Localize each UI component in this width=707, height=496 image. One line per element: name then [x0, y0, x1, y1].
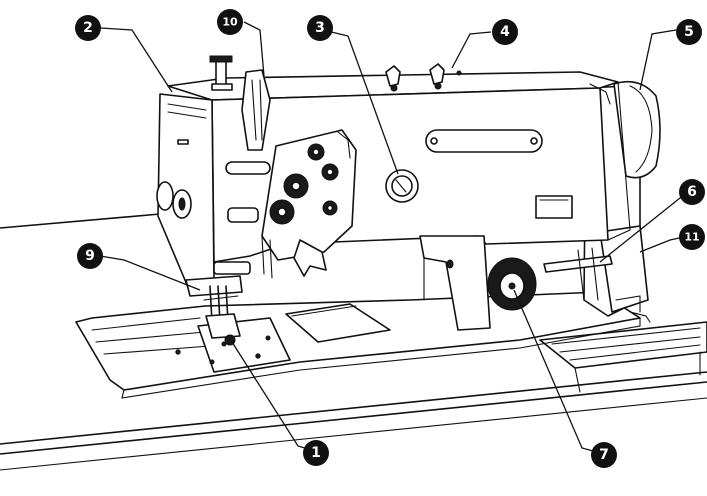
plate-screw — [530, 137, 538, 145]
table-back-edge-left — [0, 213, 161, 229]
pillar-base — [615, 295, 641, 313]
throat-hole — [446, 259, 454, 269]
presser-bar-lifter — [185, 275, 243, 297]
screw-hole — [265, 335, 271, 341]
callout-11: 11 — [679, 224, 705, 250]
oil-hole — [456, 70, 462, 76]
tension-knob-center — [277, 207, 287, 217]
leader-4 — [451, 31, 492, 69]
reverse-lever-handle — [543, 255, 613, 273]
front-slot-middle — [227, 207, 259, 223]
callout-9-label: 9 — [85, 248, 95, 264]
table-front-edge-lower — [0, 381, 707, 455]
leader-9 — [99, 255, 201, 291]
leader-11 — [639, 236, 685, 253]
bed-plate-lines — [91, 317, 211, 355]
leader-2 — [100, 27, 173, 93]
arm-name-plate — [535, 195, 573, 219]
callout-5-label: 5 — [684, 24, 694, 40]
top-thread-guides — [385, 63, 611, 105]
front-slot-lower — [213, 261, 251, 275]
callout-5: 5 — [676, 19, 702, 45]
callout-1-label: 1 — [311, 445, 321, 461]
pillar-foot — [629, 311, 651, 323]
screw-hole — [209, 359, 215, 365]
face-plate-slot — [177, 139, 189, 145]
callout-2-label: 2 — [83, 20, 93, 36]
table-tray-ribs — [551, 327, 701, 361]
callout-3-label: 3 — [315, 20, 325, 36]
leader-5 — [639, 29, 677, 91]
handwheel — [613, 80, 661, 179]
callout-6: 6 — [679, 179, 705, 205]
screw-hole — [255, 353, 261, 359]
tension-stem — [261, 235, 273, 279]
face-plate-lines — [167, 103, 207, 119]
callout-7: 7 — [591, 442, 617, 468]
slide-plate-edge — [291, 305, 357, 317]
table-front-underside — [0, 397, 707, 471]
stitch-dial — [487, 257, 537, 311]
callout-6-label: 6 — [687, 184, 697, 200]
leader-10 — [243, 21, 265, 77]
tension-disc-center — [326, 168, 334, 176]
plate-screw — [430, 137, 438, 145]
needle-clamp — [203, 295, 239, 301]
oil-sight-window — [385, 169, 419, 203]
guide-base — [390, 84, 398, 92]
arm-right-side — [599, 81, 631, 241]
bed-plate-edge — [121, 317, 641, 399]
callout-4-label: 4 — [500, 24, 510, 40]
top-thread-guide-right — [429, 63, 445, 85]
table-tray-side — [574, 351, 701, 393]
callout-9: 9 — [77, 243, 103, 269]
arm-oval-plate — [425, 129, 543, 153]
tension-disc-center — [326, 204, 334, 212]
guide-base — [434, 82, 442, 90]
top-guide-right-arm — [589, 83, 611, 105]
table-front-edge — [0, 371, 707, 445]
head — [156, 55, 271, 293]
take-up-cover — [241, 69, 271, 151]
take-up-slot — [251, 79, 263, 141]
tension-knob-center — [291, 181, 301, 191]
callout-7-label: 7 — [599, 447, 609, 463]
callout-3: 3 — [307, 15, 333, 41]
screw-hole — [221, 341, 227, 347]
slide-plate — [285, 303, 391, 343]
pressure-screw-cap — [209, 55, 233, 63]
tension-assembly — [261, 129, 357, 279]
callout-10: 10 — [217, 9, 243, 35]
screw-hole — [175, 349, 181, 355]
presser-foot — [205, 313, 241, 339]
handwheel-highlight — [629, 85, 653, 173]
stitch-dial-center — [508, 282, 516, 290]
handwheel-rim — [613, 80, 661, 179]
face-knob-center — [178, 197, 186, 211]
oil-window-glass — [391, 175, 413, 197]
callout-11-label: 11 — [684, 231, 699, 244]
table — [0, 213, 707, 471]
callout-10-label: 10 — [222, 16, 238, 29]
reverse-lever — [543, 247, 613, 301]
top-thread-guide-left — [385, 65, 401, 87]
callout-4: 4 — [492, 19, 518, 45]
oil-window-reflection — [395, 179, 407, 193]
tension-plate — [261, 129, 357, 261]
callout-2: 2 — [75, 15, 101, 41]
reverse-lever-arm — [577, 247, 599, 301]
thread-guide — [293, 239, 327, 277]
callout-1: 1 — [303, 440, 329, 466]
check-spring — [337, 131, 351, 159]
pillar-side-cover — [599, 225, 649, 313]
front-slot-upper — [225, 161, 271, 175]
thread-take-up — [241, 69, 271, 151]
face-knob-left — [156, 181, 174, 211]
tension-disc-center — [312, 148, 320, 156]
pressure-screw-nut — [211, 83, 233, 91]
needle-area — [185, 275, 243, 346]
